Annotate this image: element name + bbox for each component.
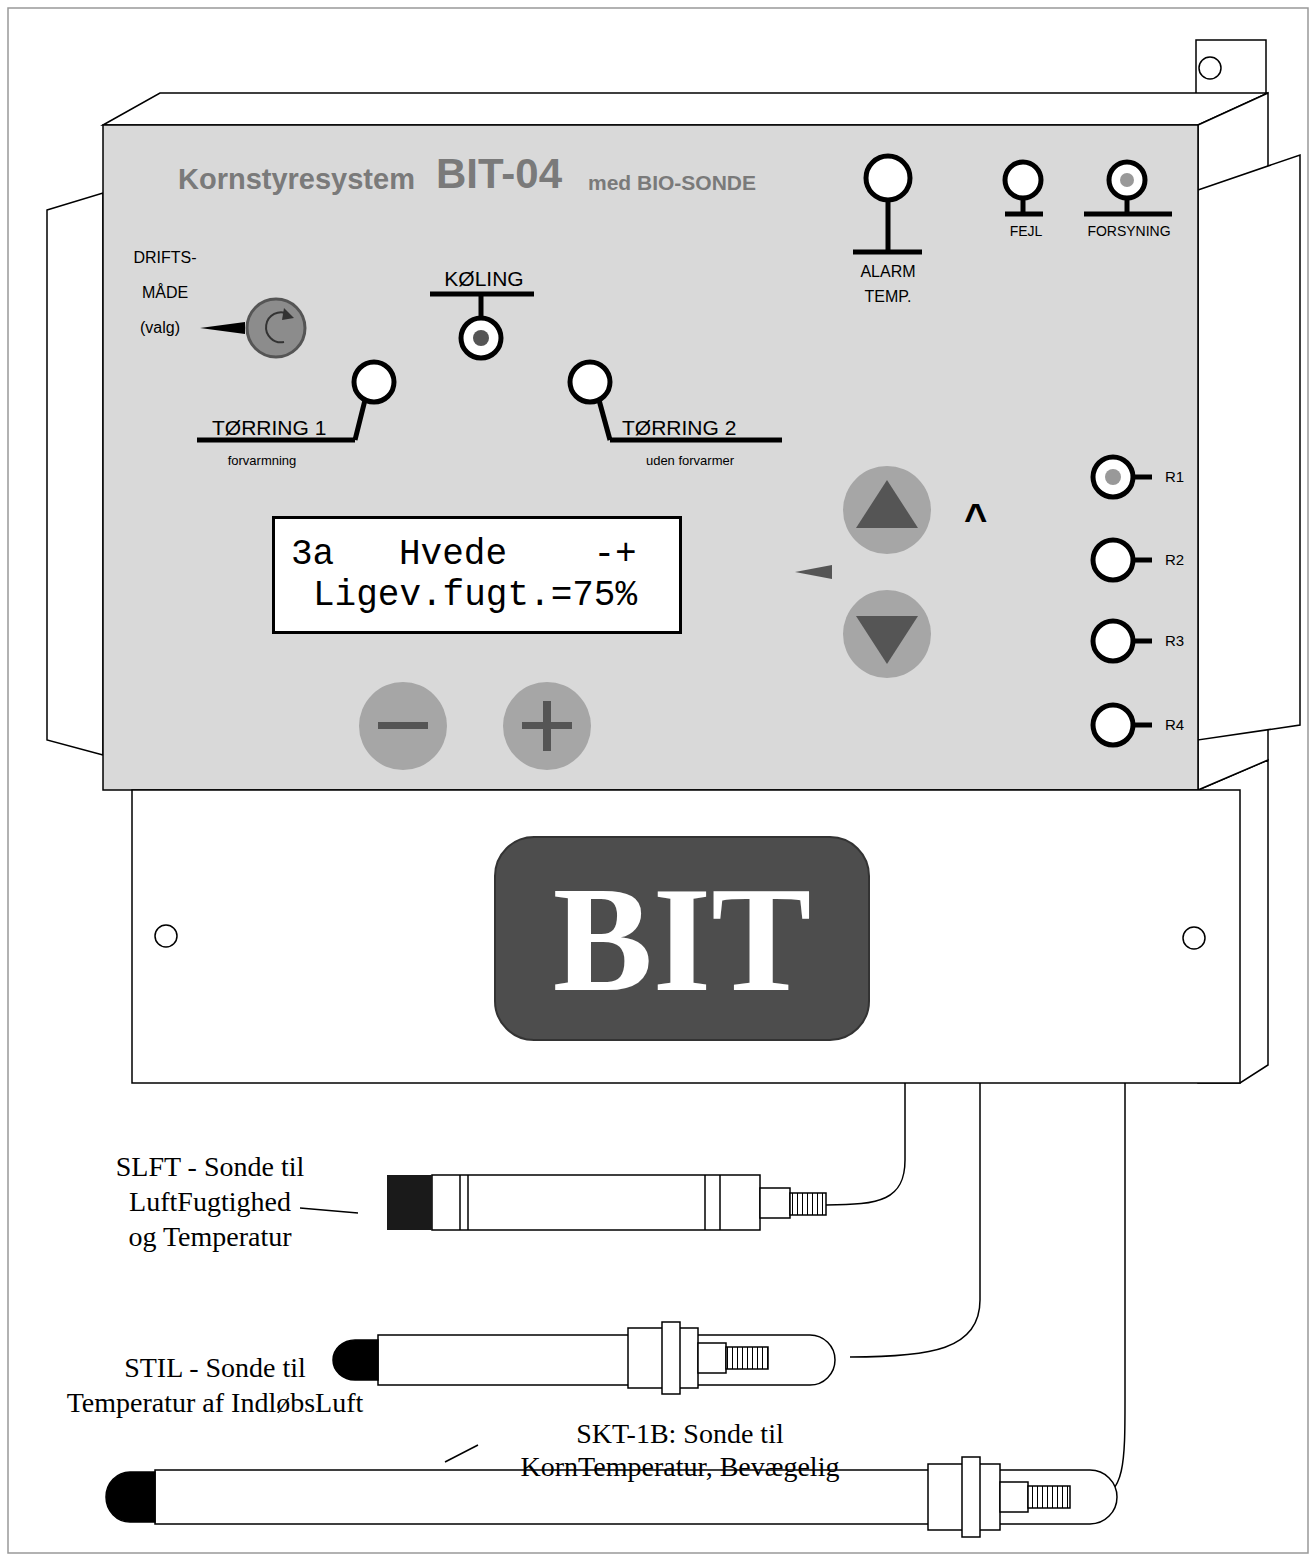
panel-label: R2 bbox=[1165, 552, 1184, 567]
panel-label: ALARM bbox=[860, 264, 915, 280]
panel-label: uden forvarmer bbox=[646, 454, 734, 467]
display-line: Ligev.fugt.=75% bbox=[291, 575, 637, 616]
panel-label: R3 bbox=[1165, 633, 1184, 648]
panel-label: (valg) bbox=[140, 320, 180, 336]
housing-top bbox=[103, 93, 1268, 125]
panel-label: KØLING bbox=[444, 268, 523, 289]
display-line: 3a Hvede -+ bbox=[291, 534, 637, 575]
panel-label: Kornstyresystem bbox=[178, 165, 415, 194]
panel-label: SLFT - Sonde til bbox=[116, 1153, 305, 1181]
panel-label: BIT-04 bbox=[436, 153, 562, 195]
screw-hole bbox=[155, 925, 177, 947]
panel-label: DRIFTS- bbox=[133, 250, 196, 266]
front-panel bbox=[103, 125, 1198, 790]
panel-label: med BIO-SONDE bbox=[588, 172, 756, 193]
mount-hole bbox=[1199, 57, 1221, 79]
frame bbox=[8, 8, 1308, 1553]
panel-label: MÅDE bbox=[142, 285, 188, 301]
panel-label: og Temperatur bbox=[128, 1223, 291, 1251]
panel-label: Temperatur af IndløbsLuft bbox=[67, 1389, 364, 1417]
panel-label: LuftFugtighed bbox=[129, 1188, 291, 1216]
panel-label: ^ bbox=[964, 498, 987, 538]
lower-cover bbox=[132, 790, 1240, 1083]
panel-label: R1 bbox=[1165, 469, 1184, 484]
panel-label: TEMP. bbox=[865, 289, 912, 305]
brand-badge: BIT bbox=[494, 836, 870, 1041]
screw-hole bbox=[1183, 927, 1205, 949]
left-flange bbox=[47, 193, 103, 755]
panel-label: TØRRING 1 bbox=[212, 417, 326, 438]
panel-label: SKT-1B: Sonde til bbox=[576, 1420, 783, 1448]
right-flange bbox=[1198, 155, 1300, 740]
mount-bracket bbox=[1196, 40, 1266, 95]
panel-label: R4 bbox=[1165, 717, 1184, 732]
panel-label: STIL - Sonde til bbox=[124, 1354, 306, 1382]
panel-label: KornTemperatur, Bevægelig bbox=[521, 1453, 840, 1481]
lcd-display: 3a Hvede -+Ligev.fugt.=75% bbox=[272, 516, 682, 634]
panel-label: FEJL bbox=[1010, 224, 1043, 238]
panel-label: TØRRING 2 bbox=[622, 417, 736, 438]
panel-label: FORSYNING bbox=[1087, 224, 1170, 238]
panel-label: forvarmning bbox=[228, 454, 297, 467]
brand-text: BIT bbox=[553, 864, 811, 1014]
